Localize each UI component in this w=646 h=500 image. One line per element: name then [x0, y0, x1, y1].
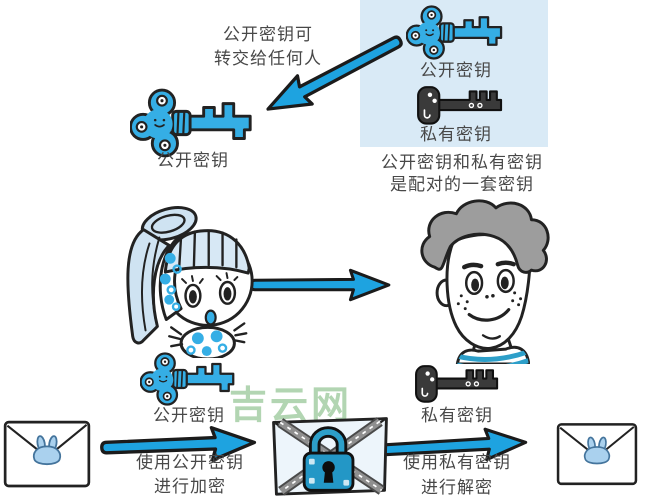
encrypt-note-line1: 使用公开密钥	[136, 453, 244, 472]
decrypted-message-envelope-icon	[551, 421, 643, 488]
encrypt-public-key-icon	[140, 352, 238, 406]
encrypt-public-key-label: 公开密钥	[153, 406, 225, 425]
private-key-icon	[415, 83, 505, 127]
pair-caption-line1: 公开密钥和私有密钥	[381, 153, 543, 172]
panel-public-key-label: 公开密钥	[420, 61, 492, 80]
locked-envelope-icon	[266, 410, 394, 498]
copied-public-key-icon	[130, 88, 256, 158]
public-key-icon	[406, 5, 506, 60]
transfer-note-line1: 公开密钥可	[223, 25, 313, 44]
send-arrow	[245, 266, 398, 304]
panel-private-key-label: 私有密钥	[420, 125, 492, 144]
decrypt-private-key-icon	[413, 362, 501, 405]
pair-caption-line2: 是配对的一套密钥	[390, 175, 534, 194]
decrypt-note-line2: 进行解密	[421, 478, 493, 497]
transfer-note-line2: 转交给任何人	[214, 49, 322, 68]
decrypt-private-key-label: 私有密钥	[421, 406, 493, 425]
receiver-man-avatar	[402, 194, 568, 364]
decrypt-note-line1: 使用私有密钥	[403, 453, 511, 472]
copied-public-key-label: 公开密钥	[157, 151, 229, 170]
sender-girl-avatar	[108, 202, 266, 358]
plain-message-envelope-icon	[2, 417, 92, 492]
encrypt-note-line2: 进行加密	[154, 477, 226, 496]
